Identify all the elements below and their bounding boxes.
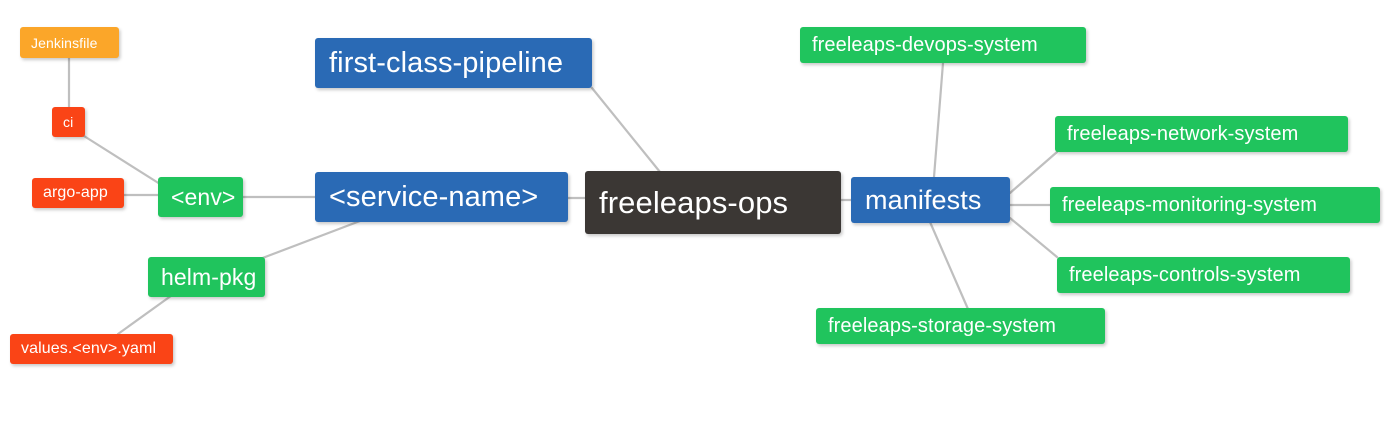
node-manifests[interactable]: manifests (851, 177, 1010, 223)
node-label: freeleaps-network-system (1067, 123, 1299, 145)
node-freeleaps-controls-system[interactable]: freeleaps-controls-system (1057, 257, 1350, 293)
node-label: freeleaps-controls-system (1069, 264, 1301, 286)
node-label: ci (63, 114, 74, 130)
node-first-class-pipeline[interactable]: first-class-pipeline (315, 38, 592, 88)
node-service-name[interactable]: <service-name> (315, 172, 568, 222)
edge-env-ci (82, 134, 162, 186)
node-values-yaml[interactable]: values.<env>.yaml (10, 334, 173, 364)
node-ci[interactable]: ci (52, 107, 85, 137)
node-env[interactable]: <env> (158, 177, 243, 217)
edge-manifests-storage-system (928, 220, 970, 311)
node-freeleaps-network-system[interactable]: freeleaps-network-system (1055, 116, 1348, 152)
node-label: first-class-pipeline (329, 46, 564, 79)
node-label: argo-app (43, 184, 108, 201)
node-label: freeleaps-ops (599, 185, 789, 220)
node-jenkinsfile[interactable]: Jenkinsfile (20, 27, 119, 58)
node-label: helm-pkg (161, 263, 257, 290)
node-freeleaps-storage-system[interactable]: freeleaps-storage-system (816, 308, 1105, 344)
edge-manifests-devops-system (932, 61, 945, 179)
node-freeleaps-monitoring-system[interactable]: freeleaps-monitoring-system (1050, 187, 1380, 223)
node-helm-pkg[interactable]: helm-pkg (148, 257, 265, 297)
node-freeleaps-ops-root[interactable]: freeleaps-ops (585, 171, 841, 234)
node-label: freeleaps-monitoring-system (1062, 194, 1318, 216)
edge-root-first-class-pipeline (590, 86, 662, 174)
node-label: <service-name> (329, 180, 539, 213)
edge-manifests-controls-system (1008, 216, 1059, 259)
node-freeleaps-devops-system[interactable]: freeleaps-devops-system (800, 27, 1086, 63)
node-label: freeleaps-devops-system (812, 34, 1038, 56)
node-label: Jenkinsfile (31, 34, 98, 51)
node-argo-app[interactable]: argo-app (32, 178, 124, 208)
node-label: freeleaps-storage-system (828, 315, 1057, 337)
node-label: <env> (171, 183, 236, 210)
edge-service-name-helm-pkg (250, 219, 362, 264)
node-label: manifests (865, 184, 982, 215)
edge-helm-pkg-values-yaml (116, 291, 177, 336)
node-label: values.<env>.yaml (21, 340, 157, 357)
